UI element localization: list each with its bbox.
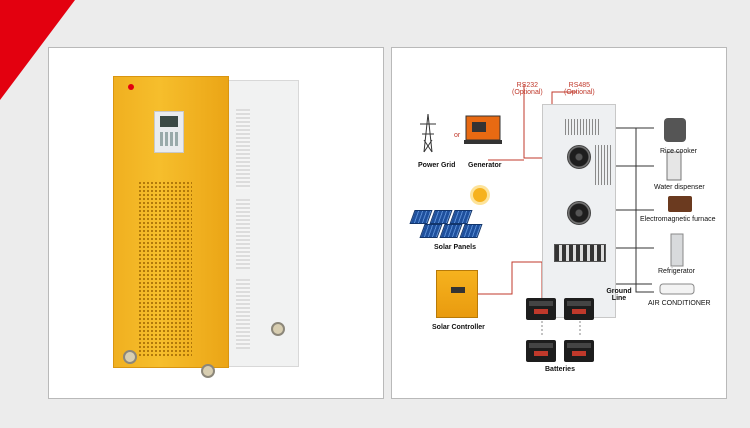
inverter-unit-diagram <box>542 104 616 318</box>
caster-wheel <box>123 350 137 364</box>
generator-label: Generator <box>468 162 502 169</box>
cooling-fan <box>567 201 591 225</box>
control-buttons <box>160 132 178 146</box>
appliance-water-dispenser-label: Water dispenser <box>654 184 705 191</box>
appliance-rice-cooker-label: Rice cooker <box>660 148 697 155</box>
rs485-label: RS485 (Optional) <box>564 82 595 96</box>
cooling-fan <box>567 145 591 169</box>
caster-wheel <box>271 322 285 336</box>
rs232-label: RS232 (Optional) <box>512 82 543 96</box>
side-vent <box>236 199 250 269</box>
terminal-block <box>554 244 606 262</box>
control-display <box>154 111 184 153</box>
solar-panels-label: Solar Panels <box>434 244 477 251</box>
appliance-air-conditioner-label: AIR CONDITIONER <box>648 300 711 307</box>
product-photo-panel <box>48 47 384 399</box>
sun-icon <box>473 188 487 202</box>
side-vent <box>236 109 250 189</box>
battery-icon <box>526 340 556 362</box>
appliance-furnace-label: Electromagnetic furnace <box>640 216 716 223</box>
solar-controller-label: Solar Controller <box>432 324 485 331</box>
ground-line-label: Ground Line <box>606 288 632 302</box>
battery-icon <box>564 298 594 320</box>
batteries-label: Batteries <box>545 366 575 373</box>
power-grid-label: Power Grid <box>418 162 456 169</box>
front-vent-grille <box>138 181 192 357</box>
top-grill <box>565 119 599 135</box>
rs232-text: RS232 <box>516 82 539 89</box>
appliance-refrigerator-label: Refrigerator <box>658 268 695 275</box>
wiring-diagram-panel: RS232 (Optional) RS485 (Optional) Power … <box>391 47 727 399</box>
solar-controller-icon <box>436 270 478 318</box>
battery-icon <box>564 340 594 362</box>
battery-icon <box>526 298 556 320</box>
inverter-side-panel <box>227 80 299 367</box>
brand-logo <box>128 83 168 93</box>
or-label: or <box>454 132 461 139</box>
inverter-front-panel <box>113 76 229 368</box>
lcd-screen <box>160 116 178 127</box>
side-grill <box>595 145 611 185</box>
wiring-lines <box>420 84 695 336</box>
rs485-note: (Optional) <box>564 89 595 96</box>
rs232-note: (Optional) <box>512 89 543 96</box>
caster-wheel <box>201 364 215 378</box>
rs485-text: RS485 <box>568 82 591 89</box>
side-vent <box>236 279 250 349</box>
